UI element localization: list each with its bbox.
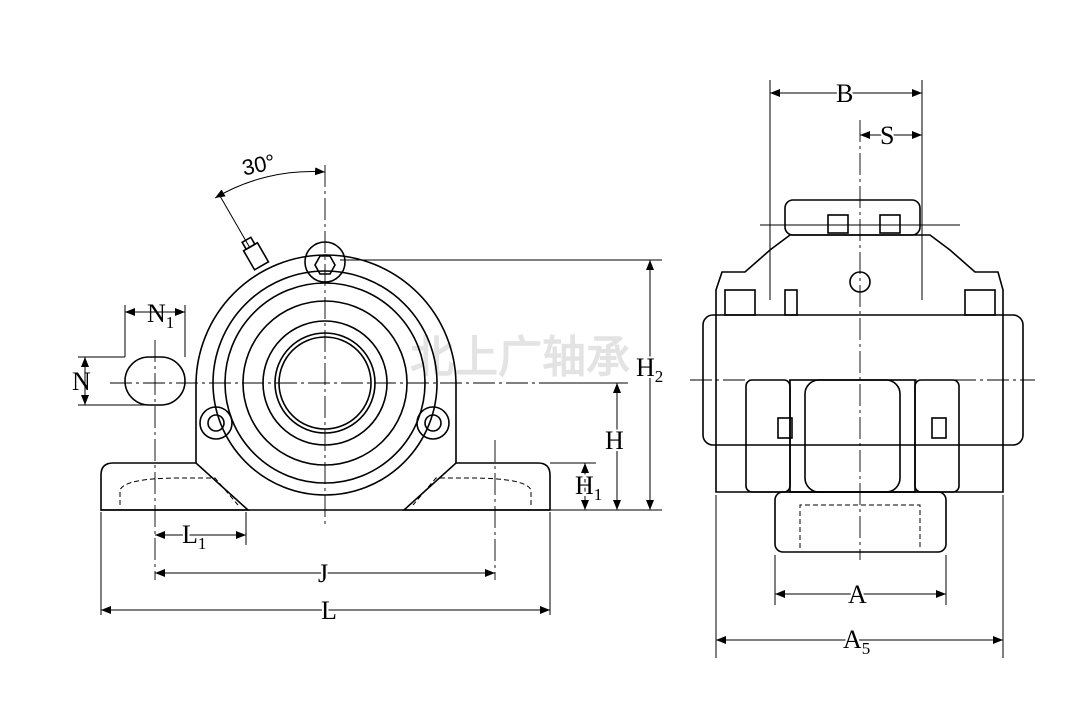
housing-side	[715, 234, 1004, 493]
cap-top	[784, 199, 921, 236]
foot-hidden-left	[119, 477, 239, 506]
side-view	[690, 120, 1035, 560]
dim-H2: H2	[636, 353, 663, 386]
dim-A5: A5	[843, 625, 870, 658]
housing-outline	[195, 254, 457, 463]
watermark: 北上广轴承	[410, 332, 630, 383]
grease-nipple-icon	[241, 236, 270, 271]
dim-N: N	[72, 367, 91, 396]
base-left-foot	[100, 462, 251, 511]
foot-hidden-right	[412, 477, 532, 506]
set-screw-left	[777, 417, 793, 439]
bolt-boss-left	[199, 406, 233, 440]
dim-L: L	[321, 596, 337, 625]
dim-B: B	[836, 79, 853, 108]
bearing-insert	[789, 379, 916, 493]
hex-plug-icon	[314, 255, 336, 275]
front-view	[100, 165, 560, 580]
dim-L1: L1	[182, 520, 206, 553]
dim-J: J	[318, 559, 328, 588]
dim-H: H	[605, 426, 624, 455]
base-right-foot	[401, 462, 551, 511]
dim-H1: H1	[575, 471, 602, 504]
base-side	[774, 491, 947, 553]
bolt-boss-right	[416, 406, 450, 440]
dim-S: S	[880, 121, 894, 150]
side-dimensions: B S A A5	[715, 77, 1004, 660]
dim-A: A	[848, 580, 867, 609]
dim-N1: N1	[147, 299, 174, 332]
front-dimensions: 30° N1 N H2 H H1 L1 J L	[72, 149, 665, 627]
set-screw-right	[931, 417, 947, 439]
